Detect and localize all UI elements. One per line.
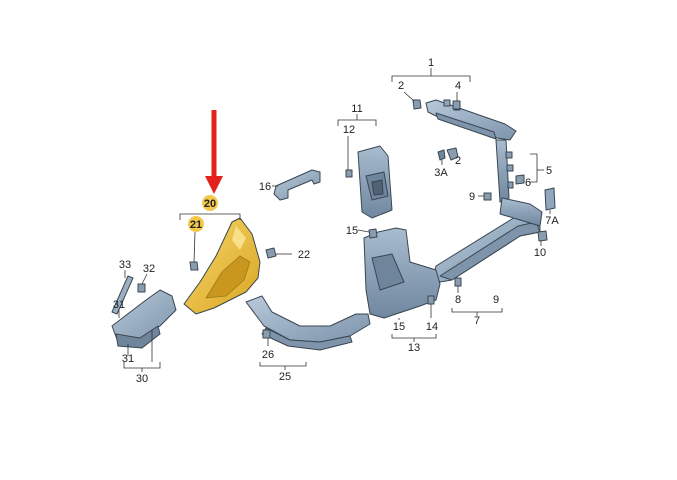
- callout-6: 6: [525, 177, 531, 189]
- sill-trim-rear: [433, 197, 543, 283]
- footwell-side-cover: [111, 289, 177, 349]
- callout-2b: 2: [455, 155, 461, 167]
- callout-31a: 31: [113, 299, 125, 311]
- callout-15b: 15: [393, 321, 405, 333]
- callout-21-badge: 21: [188, 216, 204, 232]
- seal-strip-33: [111, 275, 134, 315]
- clip-fastener-2b: [437, 147, 459, 161]
- callout-labels: 1 2 4 2 3A 5 6 9 7A 10 11 12 16 15 22 8 …: [113, 57, 560, 385]
- callout-30: 30: [136, 373, 148, 385]
- callout-26: 26: [262, 349, 274, 361]
- screw-22: [265, 247, 277, 259]
- callout-13: 13: [408, 342, 420, 354]
- b-pillar-strip: [495, 139, 525, 203]
- bracket-7a: [544, 187, 556, 211]
- callout-33: 33: [119, 259, 131, 271]
- callout-1: 1: [428, 57, 434, 69]
- a-pillar-upper-trim: [425, 99, 517, 141]
- callout-9: 9: [469, 191, 475, 203]
- callout-20: 20: [204, 198, 216, 210]
- clip-fastener-2: [412, 99, 422, 110]
- callout-15: 15: [346, 225, 358, 237]
- clip-fastener-10: [537, 230, 548, 242]
- callout-3a: 3A: [434, 167, 448, 179]
- callout-7a: 7A: [545, 215, 559, 227]
- callout-11: 11: [351, 103, 362, 115]
- callout-20-badge: 20: [202, 195, 218, 211]
- callout-21: 21: [190, 219, 202, 231]
- callout-9b: 9: [493, 294, 499, 306]
- callout-32: 32: [143, 263, 155, 275]
- a-pillar-lower-trim-highlighted: [183, 217, 261, 315]
- grab-handle: [273, 169, 321, 201]
- clip-icon: [443, 99, 451, 107]
- callout-10: 10: [534, 247, 546, 259]
- callout-22: 22: [298, 249, 310, 261]
- clip-fastener-8: [454, 277, 462, 287]
- callout-5: 5: [546, 165, 552, 177]
- callout-14: 14: [426, 321, 438, 333]
- leader-lines: [118, 68, 551, 372]
- callout-16: 16: [259, 181, 271, 193]
- b-pillar-lower-trim: [363, 227, 441, 319]
- red-down-arrow-icon: [205, 110, 223, 194]
- callout-8: 8: [455, 294, 461, 306]
- callout-31b: 31: [122, 353, 134, 365]
- callout-4: 4: [455, 80, 461, 92]
- clip-fastener-32: [137, 283, 146, 293]
- callout-12: 12: [343, 124, 355, 136]
- callout-25: 25: [279, 371, 291, 383]
- callout-7: 7: [474, 315, 480, 327]
- clip-fastener-21: [189, 261, 199, 271]
- clip-fastener-9: [483, 192, 492, 201]
- callout-2: 2: [398, 80, 404, 92]
- b-pillar-upper-cover: [345, 145, 393, 219]
- clip-fastener-4: [452, 100, 461, 110]
- sill-trim-front: [245, 295, 371, 351]
